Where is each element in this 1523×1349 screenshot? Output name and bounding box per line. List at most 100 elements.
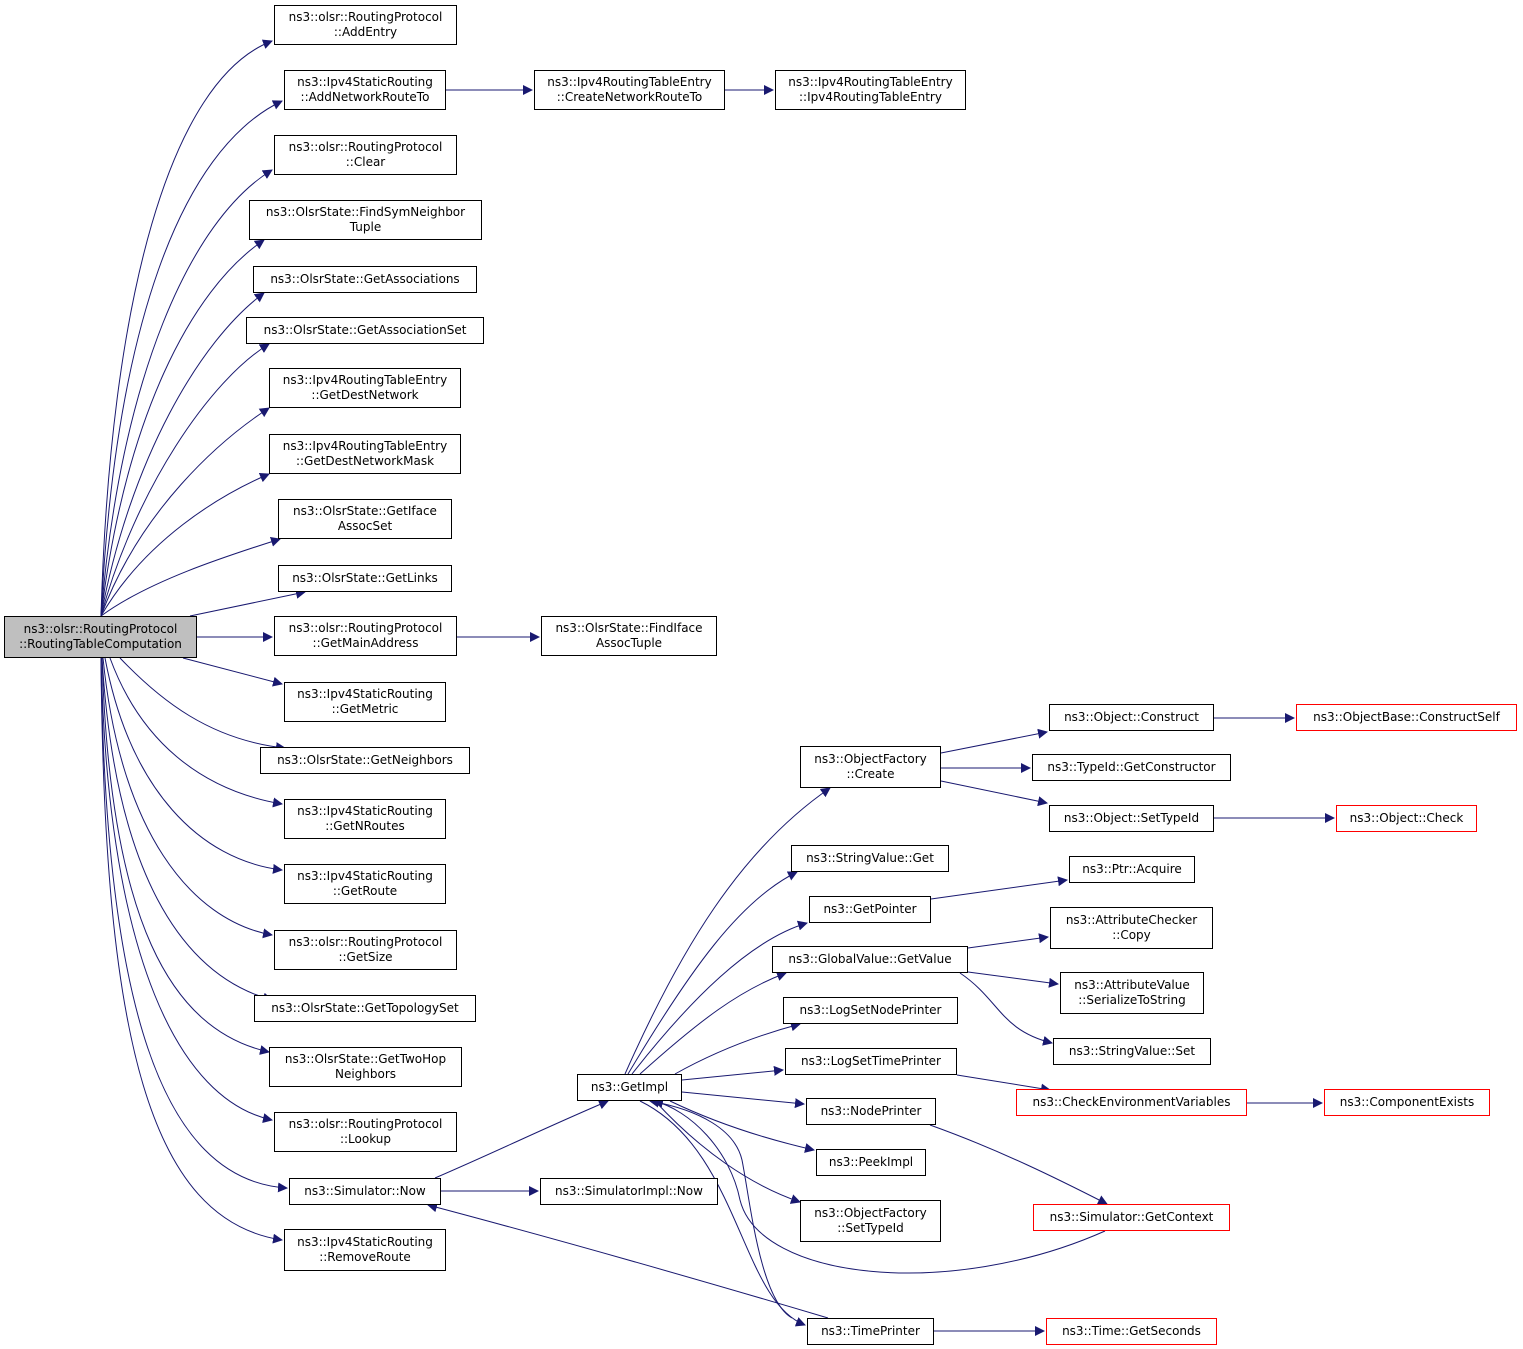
- node-simulator-now[interactable]: ns3::Simulator::Now: [289, 1178, 441, 1205]
- node-label-line: ::GetRoute: [332, 884, 398, 898]
- node-label-line: ns3::OlsrState::GetIface: [293, 504, 437, 518]
- node-create-network-route-to[interactable]: ns3::Ipv4RoutingTableEntry::CreateNetwor…: [534, 70, 725, 110]
- node-get-main-address[interactable]: ns3::olsr::RoutingProtocol::GetMainAddre…: [274, 616, 457, 656]
- node-get-association-set[interactable]: ns3::OlsrState::GetAssociationSet: [246, 317, 484, 344]
- node-attribute-value-serialize-to-string[interactable]: ns3::AttributeValue::SerializeToString: [1060, 972, 1204, 1014]
- node-label-line: ns3::LogSetNodePrinter: [799, 1003, 942, 1017]
- node-label-line: ns3::olsr::RoutingProtocol: [288, 10, 443, 24]
- edge-get-pointer-ptr-acquire: [930, 876, 1068, 900]
- node-object-set-type-id[interactable]: ns3::Object::SetTypeId: [1049, 805, 1214, 832]
- node-label-line: ns3::OlsrState::GetLinks: [292, 571, 438, 585]
- node-label-line: ns3::ObjectFactory: [814, 752, 927, 766]
- node-object-factory-create[interactable]: ns3::ObjectFactory::Create: [800, 746, 941, 788]
- edge-root-get-association-set: [100, 343, 270, 617]
- node-label-line: ns3::Ipv4RoutingTableEntry: [788, 75, 953, 89]
- node-get-n-routes[interactable]: ns3::Ipv4StaticRouting::GetNRoutes: [284, 799, 446, 839]
- node-label-line: ns3::olsr::RoutingProtocol: [288, 621, 443, 635]
- node-get-route[interactable]: ns3::Ipv4StaticRouting::GetRoute: [284, 864, 446, 904]
- edge-root-get-two-hop-neighbors: [101, 657, 270, 1055]
- node-label-line: ::AddEntry: [333, 25, 398, 39]
- node-get-links[interactable]: ns3::OlsrState::GetLinks: [278, 565, 452, 592]
- node-label-line: ns3::Ipv4StaticRouting: [297, 1235, 433, 1249]
- node-string-value-get[interactable]: ns3::StringValue::Get: [791, 845, 949, 872]
- node-label-line: ::GetSize: [338, 950, 393, 964]
- node-add-network-route-to[interactable]: ns3::Ipv4StaticRouting::AddNetworkRouteT…: [284, 70, 446, 110]
- node-label-line: ns3::Ipv4RoutingTableEntry: [547, 75, 712, 89]
- node-label-line: AssocSet: [337, 519, 393, 533]
- node-label-line: ns3::OlsrState::FindSymNeighbor: [265, 205, 466, 219]
- node-object-base-construct-self[interactable]: ns3::ObjectBase::ConstructSelf: [1296, 704, 1517, 731]
- node-object-factory-set-type-id[interactable]: ns3::ObjectFactory::SetTypeId: [800, 1200, 941, 1242]
- node-remove-route[interactable]: ns3::Ipv4StaticRouting::RemoveRoute: [284, 1229, 446, 1271]
- edge-root-get-links: [189, 588, 306, 617]
- node-simulator-impl-now[interactable]: ns3::SimulatorImpl::Now: [540, 1178, 718, 1205]
- node-log-set-node-printer[interactable]: ns3::LogSetNodePrinter: [783, 997, 958, 1024]
- edge-create-object-construct: [940, 728, 1048, 754]
- node-label-line: ns3::TypeId::GetConstructor: [1047, 760, 1216, 774]
- node-label-line: Tuple: [349, 220, 382, 234]
- node-ipv4-routing-table-entry[interactable]: ns3::Ipv4RoutingTableEntry::Ipv4RoutingT…: [775, 70, 966, 110]
- node-object-construct[interactable]: ns3::Object::Construct: [1049, 704, 1214, 731]
- node-object-check[interactable]: ns3::Object::Check: [1336, 805, 1477, 832]
- node-simulator-get-context[interactable]: ns3::Simulator::GetContext: [1033, 1204, 1230, 1231]
- edge-global-value-string-value-set: [959, 972, 1053, 1046]
- node-add-entry[interactable]: ns3::olsr::RoutingProtocol::AddEntry: [274, 5, 457, 45]
- node-get-neighbors[interactable]: ns3::OlsrState::GetNeighbors: [260, 747, 470, 774]
- node-label-line: ns3::OlsrState::GetAssociations: [270, 272, 460, 286]
- edge-get-impl-node-printer: [681, 1091, 805, 1109]
- node-label-line: ns3::olsr::RoutingProtocol: [288, 1117, 443, 1131]
- node-time-get-seconds[interactable]: ns3::Time::GetSeconds: [1046, 1318, 1217, 1345]
- edge-root-remove-route: [100, 657, 283, 1244]
- node-get-topology-set[interactable]: ns3::OlsrState::GetTopologySet: [254, 995, 476, 1022]
- node-label-line: ns3::LogSetTimePrinter: [800, 1054, 941, 1068]
- node-label-line: ns3::AttributeValue: [1074, 978, 1190, 992]
- node-label-line: ::GetMetric: [331, 702, 399, 716]
- node-node-printer[interactable]: ns3::NodePrinter: [806, 1098, 936, 1125]
- edge-get-impl-time-printer: [639, 1100, 806, 1327]
- node-label-line: ns3::GetImpl: [590, 1080, 669, 1094]
- edge-get-impl-string-value-get: [627, 871, 798, 1075]
- node-label-line: ::GetMainAddress: [312, 636, 419, 650]
- edge-create-object-set-type-id: [940, 780, 1048, 807]
- node-label-line: ns3::Ipv4StaticRouting: [297, 804, 433, 818]
- node-label-line: ns3::OlsrState::FindIface: [555, 621, 703, 635]
- node-get-size[interactable]: ns3::olsr::RoutingProtocol::GetSize: [274, 930, 457, 970]
- node-get-pointer[interactable]: ns3::GetPointer: [809, 896, 931, 923]
- node-get-impl[interactable]: ns3::GetImpl: [577, 1074, 682, 1101]
- node-label-line: ::Lookup: [339, 1132, 392, 1146]
- edge-root-get-metric: [182, 657, 283, 687]
- node-label-line: ::RoutingTableComputation: [19, 637, 182, 651]
- node-label-line: ::Create: [846, 767, 895, 781]
- node-label-line: ns3::OlsrState::GetAssociationSet: [263, 323, 467, 337]
- node-label-line: ::GetNRoutes: [325, 819, 405, 833]
- node-time-printer[interactable]: ns3::TimePrinter: [807, 1318, 934, 1345]
- node-attribute-checker-copy[interactable]: ns3::AttributeChecker::Copy: [1050, 907, 1213, 949]
- node-clear[interactable]: ns3::olsr::RoutingProtocol::Clear: [274, 135, 457, 175]
- node-lookup[interactable]: ns3::olsr::RoutingProtocol::Lookup: [274, 1112, 457, 1152]
- edge-log-set-time-printer-check-env: [956, 1074, 1051, 1094]
- node-type-id-get-constructor[interactable]: ns3::TypeId::GetConstructor: [1032, 754, 1231, 781]
- node-label-line: ns3::GetPointer: [823, 902, 917, 916]
- node-get-metric[interactable]: ns3::Ipv4StaticRouting::GetMetric: [284, 682, 446, 722]
- node-get-dest-network-mask[interactable]: ns3::Ipv4RoutingTableEntry::GetDestNetwo…: [269, 434, 461, 474]
- node-routing-table-computation[interactable]: ns3::olsr::RoutingProtocol::RoutingTable…: [4, 616, 197, 658]
- node-component-exists[interactable]: ns3::ComponentExists: [1324, 1089, 1490, 1116]
- node-label-line: ::Copy: [1112, 928, 1151, 942]
- node-global-value-get-value[interactable]: ns3::GlobalValue::GetValue: [772, 946, 968, 973]
- edge-root-get-route: [104, 657, 283, 874]
- node-string-value-set[interactable]: ns3::StringValue::Set: [1053, 1038, 1211, 1065]
- edge-root-clear: [100, 169, 273, 617]
- edge-root-get-dest-network: [100, 407, 270, 617]
- edge-root-simulator-now: [100, 657, 288, 1193]
- node-get-dest-network[interactable]: ns3::Ipv4RoutingTableEntry::GetDestNetwo…: [269, 368, 461, 408]
- node-get-associations[interactable]: ns3::OlsrState::GetAssociations: [253, 266, 477, 293]
- node-log-set-time-printer[interactable]: ns3::LogSetTimePrinter: [785, 1048, 957, 1075]
- node-peek-impl[interactable]: ns3::PeekImpl: [816, 1149, 926, 1176]
- node-check-environment-variables[interactable]: ns3::CheckEnvironmentVariables: [1016, 1089, 1247, 1116]
- edge-get-impl-object-factory-set-type-id: [654, 1100, 801, 1204]
- node-ptr-acquire[interactable]: ns3::Ptr::Acquire: [1069, 856, 1195, 883]
